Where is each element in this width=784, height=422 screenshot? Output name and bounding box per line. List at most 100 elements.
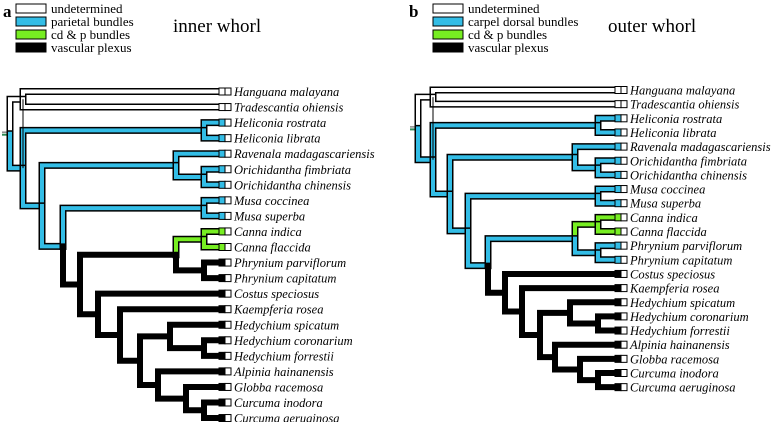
branch-z2-z3	[537, 331, 558, 361]
branch-r1-st-outline	[38, 161, 180, 210]
taxon-label: Kaempferia rosea	[233, 303, 323, 317]
branch-to-tip-2	[21, 97, 221, 110]
tip-box	[224, 336, 232, 345]
taxon-label: Curcuma aeruginosa	[234, 412, 339, 422]
tip-box	[224, 165, 232, 174]
tip-marker	[614, 170, 622, 179]
branch-to-tip-4	[202, 128, 221, 141]
tip-marker	[218, 274, 226, 283]
tip-marker	[218, 398, 226, 407]
tip-box	[620, 156, 628, 165]
tip-box	[224, 414, 232, 422]
branch-r1-st	[40, 163, 178, 208]
taxon-label: Canna indica	[234, 225, 302, 239]
taxon-label: Hedychium forrestii	[233, 349, 334, 363]
legend-swatch-undetermined	[15, 3, 47, 14]
taxon-label: Ravenala madagascariensis	[629, 140, 771, 154]
tip-marker	[218, 382, 226, 391]
branch-root-ing	[416, 126, 435, 162]
branch-ing-r1	[431, 157, 452, 197]
branch-to-tip-7	[202, 175, 221, 187]
taxon-label: Ravenala madagascariensis	[233, 147, 375, 161]
taxon-label: Alpinia hainanensis	[629, 338, 730, 352]
tip-box	[224, 289, 232, 298]
taxon-label: Curcuma inodora	[234, 396, 323, 410]
tip-box	[620, 114, 628, 123]
tree-a	[2, 88, 223, 422]
tip-marker	[614, 156, 622, 165]
branch-to-tip-18	[595, 320, 618, 334]
branch-gin-cm	[77, 251, 179, 288]
branch-to-tip-14	[502, 270, 618, 296]
taxon-label: Hedychium coronarium	[629, 310, 749, 324]
branch-to-tip-4	[596, 123, 617, 135]
taxon-label: Globba racemosa	[234, 380, 323, 394]
tip-marker	[218, 367, 226, 376]
tip-marker	[218, 305, 226, 314]
tree-b	[410, 86, 619, 391]
legend-swatch-parietal-bundles	[15, 16, 47, 27]
branch-r1-r2	[448, 192, 470, 233]
branch-r1-st	[448, 155, 577, 197]
tip-box	[224, 227, 232, 236]
branch-to-tip-18	[201, 345, 222, 359]
tip-marker	[614, 227, 622, 236]
tip-marker	[218, 118, 226, 127]
branch-root-out	[8, 97, 25, 136]
tip-box	[224, 103, 232, 112]
tip-marker	[614, 298, 622, 307]
tip-marker	[218, 289, 226, 298]
legend-label-vascular-plexus: vascular plexus	[51, 40, 132, 55]
tip-box	[620, 255, 628, 264]
taxon-label: Heliconia rostrata	[233, 116, 326, 130]
legend-swatch-carpel-dorsal-bundles	[432, 16, 464, 27]
tip-marker	[614, 100, 622, 109]
tip-box	[620, 284, 628, 293]
branch-root-ing	[8, 131, 25, 171]
taxon-label: Hedychium spicatum	[629, 296, 735, 310]
tip-box	[224, 351, 232, 360]
tips-b	[614, 86, 628, 392]
tip-marker	[218, 336, 226, 345]
tip-marker	[614, 255, 622, 264]
branch-cm-can-outline	[172, 235, 208, 259]
branch-gin-cm-outline	[484, 235, 579, 270]
tip-box	[224, 196, 232, 205]
taxon-label: Hedychium spicatum	[233, 318, 339, 332]
branch-to-tip-5	[573, 144, 617, 160]
tip-box	[620, 354, 628, 363]
tip-box	[224, 398, 232, 407]
tip-box	[620, 128, 628, 137]
taxon-label: Musa superba	[629, 197, 701, 211]
legend-label-vascular-plexus: vascular plexus	[468, 40, 549, 55]
tip-marker	[218, 258, 226, 267]
legend-swatch-undetermined	[432, 3, 464, 14]
legend-swatch-vascular-plexus	[15, 42, 47, 53]
tip-box	[224, 305, 232, 314]
branch-cm-phr	[173, 251, 207, 274]
tip-box	[224, 118, 232, 127]
taxon-label: Phrynium parviflorum	[629, 239, 742, 253]
tip-marker	[218, 149, 226, 158]
panel-letter-a: a	[3, 2, 12, 21]
tip-marker	[218, 134, 226, 143]
branch-to-tip-5	[174, 151, 221, 168]
taxon-label: Phrynium capitatum	[629, 253, 732, 267]
branch-to-tip-7	[596, 165, 617, 177]
tip-box	[620, 340, 628, 349]
branch-to-tip-9	[202, 206, 221, 218]
taxon-label: Canna indica	[630, 211, 698, 225]
branch-root-out	[416, 95, 435, 131]
tip-marker	[218, 180, 226, 189]
branch-z4-cur	[183, 395, 207, 414]
branch-ing-r1	[21, 166, 44, 208]
taxon-label: Musa superba	[233, 209, 305, 223]
tip-box	[620, 326, 628, 335]
taxon-label: Tradescantia ohiensis	[234, 101, 344, 115]
branch-to-tip-16	[167, 321, 222, 340]
taxon-label: Hedychium coronarium	[233, 334, 353, 348]
tip-box	[224, 367, 232, 376]
tip-marker	[218, 227, 226, 236]
